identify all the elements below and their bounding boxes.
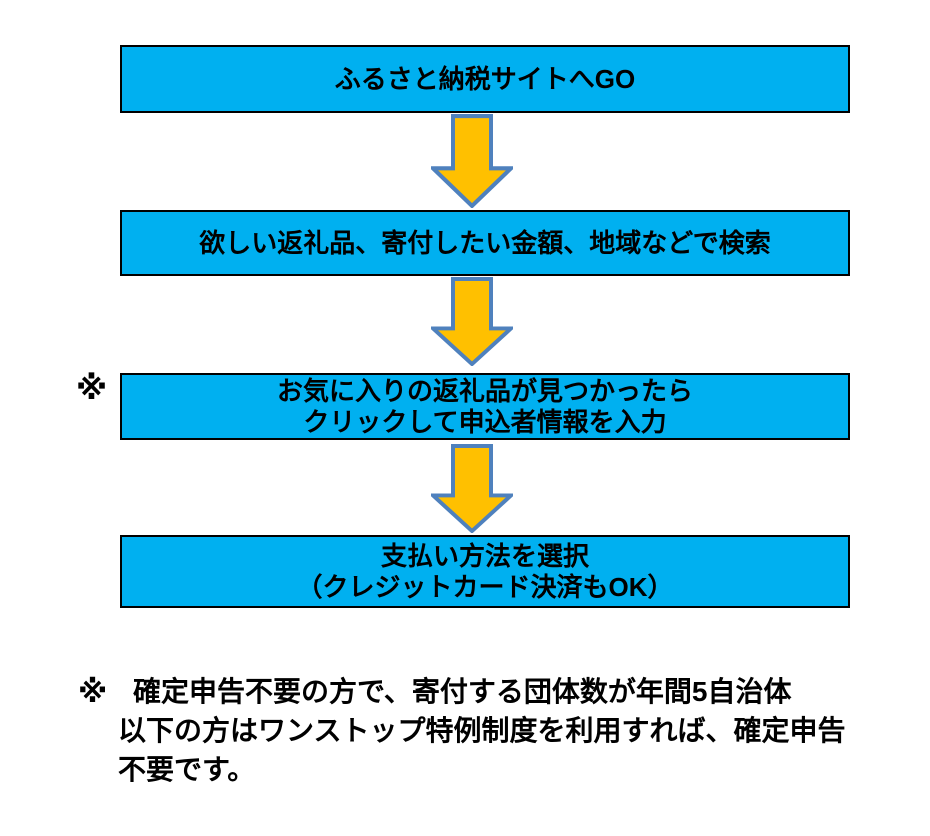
- flow-step-4-label-line-2: （クレジットカード決済もOK）: [296, 571, 674, 602]
- step-3-note-marker: ※: [76, 370, 108, 406]
- flow-step-3-label-line-1: お気に入りの返礼品が見つかったら: [276, 375, 693, 406]
- down-arrow-icon: [431, 444, 513, 533]
- footnote-text: 確定申告不要の方で、寄付する団体数が年間5自治体 以下の方はワンストップ特例制度…: [118, 672, 878, 789]
- down-arrow-icon: [431, 277, 513, 366]
- flow-step-3-label-line-2: クリックして申込者情報を入力: [303, 406, 667, 437]
- footnote-line-2: 以下の方はワンストップ特例制度を利用すれば、確定申告: [118, 715, 846, 746]
- flow-step-4: 支払い方法を選択 （クレジットカード決済もOK）: [120, 535, 850, 608]
- footnote-marker: ※: [78, 676, 108, 709]
- flow-step-3: お気に入りの返礼品が見つかったら クリックして申込者情報を入力: [120, 373, 850, 440]
- flow-step-1-label: ふるさと納税サイトへGO: [334, 63, 636, 94]
- flow-step-2-label: 欲しい返礼品、寄付したい金額、地域などで検索: [199, 227, 771, 258]
- down-arrow-icon: [431, 114, 513, 208]
- footnote-line-1: 確定申告不要の方で、寄付する団体数が年間5自治体: [133, 676, 792, 707]
- footnote: ※ 確定申告不要の方で、寄付する団体数が年間5自治体 以下の方はワンストップ特例…: [78, 672, 878, 789]
- flow-step-1: ふるさと納税サイトへGO: [120, 45, 850, 113]
- flow-step-2: 欲しい返礼品、寄付したい金額、地域などで検索: [120, 210, 850, 276]
- flow-step-4-label-line-1: 支払い方法を選択: [380, 540, 589, 571]
- footnote-line-3: 不要です。: [118, 754, 256, 785]
